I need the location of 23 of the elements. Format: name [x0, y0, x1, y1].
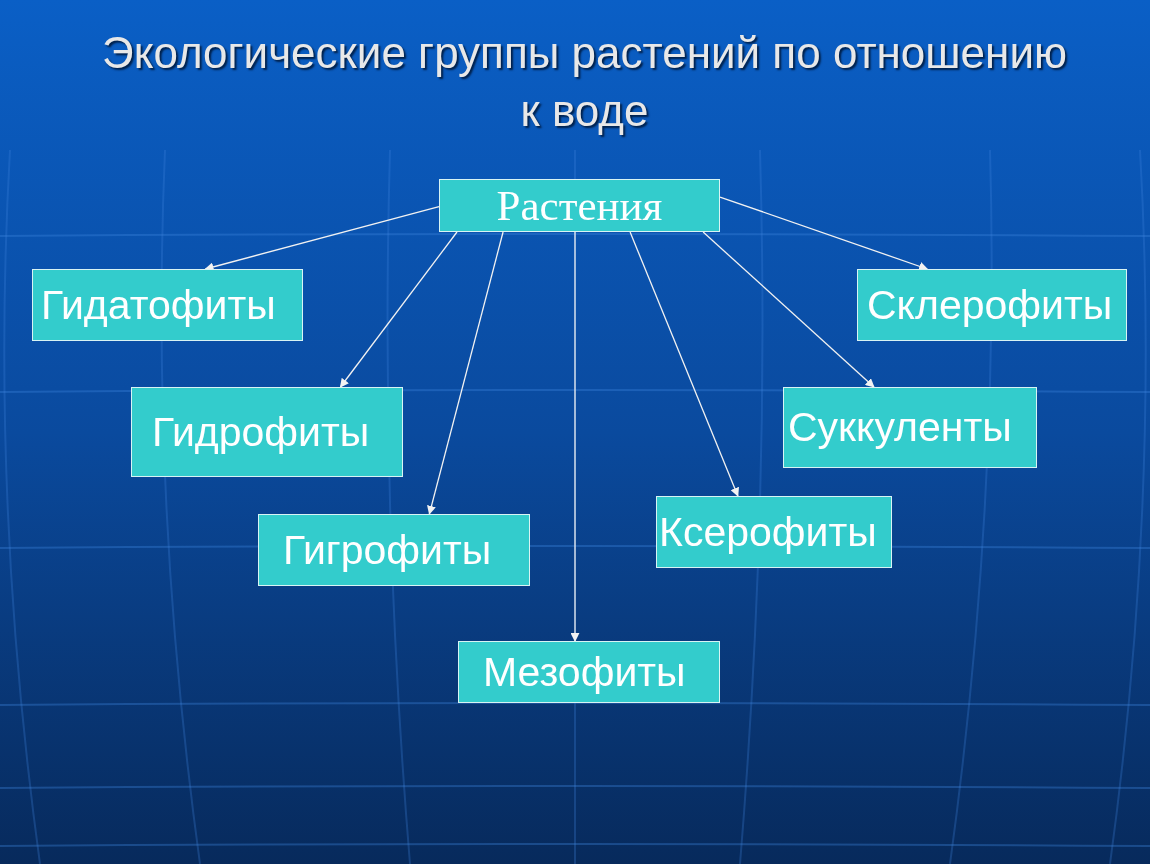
category-box — [32, 269, 303, 341]
arrow — [629, 231, 739, 497]
category-label: Гидрофиты — [152, 411, 370, 453]
category-label: Растения — [496, 184, 663, 227]
arrow — [427, 231, 504, 515]
category-label: Гигрофиты — [283, 529, 492, 571]
category-label: Склерофиты — [867, 284, 1113, 326]
category-box — [783, 387, 1037, 468]
category-label: Суккуленты — [788, 407, 1012, 448]
category-label: Гидатофиты — [41, 284, 276, 326]
category-box — [857, 269, 1127, 341]
slide-title: Экологические группы растений по отношению к воде — [101, 27, 1068, 137]
category-box — [258, 514, 530, 586]
arrow — [339, 231, 458, 388]
category-label: Мезофиты — [483, 651, 686, 693]
category-box — [656, 496, 892, 568]
arrow — [719, 196, 929, 271]
arrow — [702, 231, 875, 388]
category-box — [439, 179, 720, 232]
category-label: Ксерофиты — [659, 511, 877, 553]
arrow — [570, 231, 580, 642]
category-box — [458, 641, 720, 703]
category-box — [131, 387, 403, 477]
